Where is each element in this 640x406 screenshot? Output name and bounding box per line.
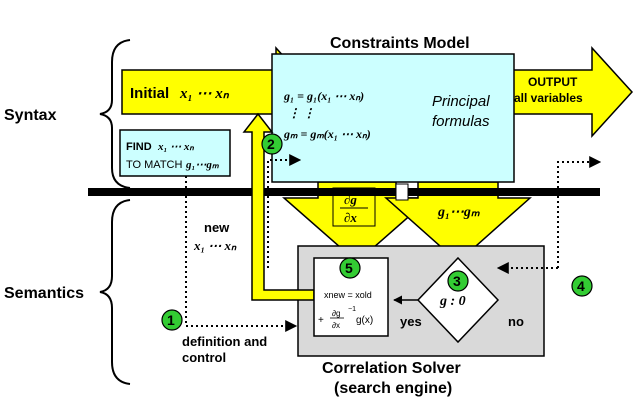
badge-5: 5 xyxy=(339,257,361,279)
semantics-brace xyxy=(99,199,131,385)
to-match-vars: g₁⋯gₘ xyxy=(185,159,220,171)
solver-subtitle: (search engine) xyxy=(334,380,452,397)
decision-label: g : 0 xyxy=(439,294,466,309)
divider-bar-left xyxy=(88,188,396,196)
output-arrow-line1: OUTPUT xyxy=(528,75,578,89)
find-box xyxy=(119,129,231,177)
solver-title: Correlation Solver xyxy=(322,360,461,377)
jacobian-bottom: ∂x xyxy=(344,210,357,225)
definition-dotted-path xyxy=(185,176,298,332)
svg-text:1: 1 xyxy=(167,312,175,328)
g-arrow xyxy=(384,181,532,264)
definition-label-1: definition and xyxy=(182,334,267,349)
badge-2: 2 xyxy=(261,133,283,155)
definition-label-2: control xyxy=(182,350,226,365)
svg-text:4: 4 xyxy=(577,278,585,294)
find-vars: x₁ ⋯ xₙ xyxy=(157,141,194,153)
badge-3: 3 xyxy=(447,270,469,292)
g-arrow-label: g₁⋯gₘ xyxy=(437,205,481,220)
svg-text:2: 2 xyxy=(267,136,275,152)
formula-line-2: ⋮ ⋮ xyxy=(288,106,315,120)
constraints-model-box xyxy=(271,53,515,183)
formula-line-3: gₘ = gₘ(x₁ ⋯ xₙ) xyxy=(283,127,371,141)
syntax-label: Syntax xyxy=(4,107,57,124)
svg-text:5: 5 xyxy=(345,260,353,276)
svg-text:3: 3 xyxy=(453,273,461,289)
yes-label: yes xyxy=(400,314,422,329)
decision-diamond xyxy=(416,256,500,344)
no-dotted-path xyxy=(557,156,602,268)
principal-label: Principal xyxy=(432,93,490,110)
badge-4: 4 xyxy=(571,275,593,297)
syntax-return-dotted xyxy=(267,154,302,268)
update-power: −1 xyxy=(348,306,356,313)
divider-bar-right xyxy=(408,188,600,196)
output-arrow-line2: all variables xyxy=(514,91,583,105)
initial-arrow-vars: x₁ ⋯ xₙ xyxy=(179,86,230,102)
constraints-model-title: Constraints Model xyxy=(330,35,470,52)
update-frac-top: ∂g xyxy=(332,309,340,318)
syntax-brace xyxy=(99,39,131,189)
find-label: FIND xyxy=(126,141,152,153)
update-line1: xnew = xold xyxy=(324,290,372,300)
initial-arrow-label: Initial xyxy=(130,85,169,102)
badge-1: 1 xyxy=(161,309,183,331)
to-match-label: TO MATCH xyxy=(126,159,182,171)
output-arrow xyxy=(511,46,634,138)
no-label: no xyxy=(508,314,524,329)
semantics-label: Semantics xyxy=(4,285,84,302)
new-label: new xyxy=(204,220,230,235)
new-vars: x₁ ⋯ xₙ xyxy=(193,238,237,253)
feedback-path xyxy=(242,112,315,301)
formula-line-1: g₁ = g₁(x₁ ⋯ xₙ) xyxy=(283,89,364,103)
update-gx: g(x) xyxy=(356,315,373,326)
formulas-label: formulas xyxy=(432,113,490,130)
update-frac-bottom: ∂x xyxy=(332,321,340,330)
divider-gap xyxy=(395,183,409,201)
update-plus: + xyxy=(318,315,324,326)
